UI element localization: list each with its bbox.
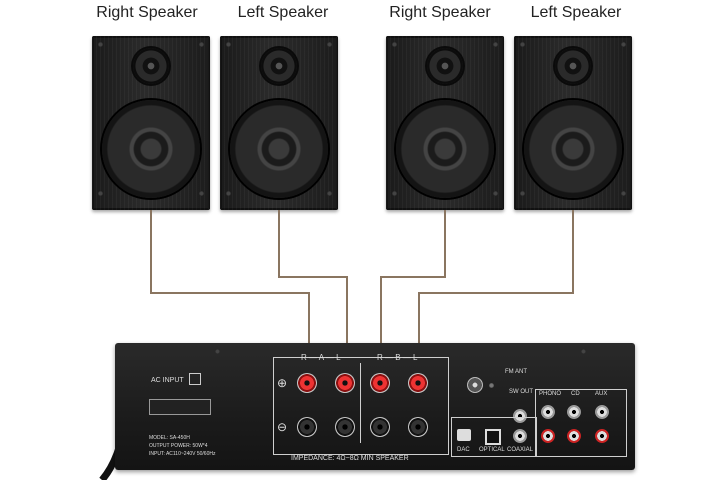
phono-left-jack[interactable] [541, 405, 555, 419]
phono-right-jack[interactable] [541, 429, 555, 443]
aux-right-jack[interactable] [595, 429, 609, 443]
fm-antenna-jack[interactable] [467, 377, 483, 393]
terminal-b-left-negative[interactable] [408, 417, 428, 437]
channel-divider [360, 363, 361, 443]
coaxial-label: COAXIAL [507, 447, 534, 453]
woofer-icon [524, 100, 622, 198]
terminal-a-left-negative[interactable] [335, 417, 355, 437]
digital-input-block [451, 417, 537, 457]
output-label: OUTPUT POWER: 50W*4 [149, 443, 208, 449]
ac-input-socket[interactable] [189, 373, 201, 385]
tweeter-icon [427, 48, 463, 84]
input-label: INPUT: AC110~240V 50/60Hz [149, 451, 216, 457]
speaker-left-2 [514, 36, 632, 210]
tweeter-icon [555, 48, 591, 84]
woofer-icon [102, 100, 200, 198]
aux-label: AUX [595, 391, 608, 397]
plus-icon: ⊕ [277, 376, 288, 390]
aux-left-jack[interactable] [595, 405, 609, 419]
speaker-terminal-block [273, 357, 449, 455]
speaker-label-right-1: Right Speaker [96, 4, 198, 21]
minus-icon: ⊖ [277, 420, 288, 434]
woofer-icon [396, 100, 494, 198]
woofer-icon [230, 100, 328, 198]
impedance-label: IMPEDANCE: 4Ω~8Ω MIN SPEAKER [291, 455, 409, 462]
usb-port[interactable] [457, 429, 471, 441]
tweeter-icon [261, 48, 297, 84]
channel-a-label: R — A — L [301, 353, 341, 362]
terminal-b-left-positive[interactable] [408, 373, 428, 393]
cd-right-jack[interactable] [567, 429, 581, 443]
cd-label: CD [571, 391, 580, 397]
sw-out-jack[interactable] [513, 409, 527, 423]
analog-input-block [535, 389, 627, 457]
amplifier-rear-panel: AC INPUT MODEL: SA-450H OUTPUT POWER: 50… [115, 343, 635, 470]
speaker-right-2 [386, 36, 504, 210]
speaker-left-1 [220, 36, 338, 210]
speaker-right-1 [92, 36, 210, 210]
channel-b-label: R — B — L [377, 353, 418, 362]
tweeter-icon [133, 48, 169, 84]
dac-label: DAC [457, 447, 470, 453]
spec-sticker [149, 399, 211, 415]
terminal-b-right-positive[interactable] [370, 373, 390, 393]
sw-out-label: SW OUT [509, 389, 533, 395]
terminal-a-right-positive[interactable] [297, 373, 317, 393]
ac-input-label: AC INPUT [151, 377, 184, 384]
terminal-a-left-positive[interactable] [335, 373, 355, 393]
optical-label: OPTICAL [479, 447, 505, 453]
model-label: MODEL: SA-450H [149, 435, 190, 441]
terminal-a-right-negative[interactable] [297, 417, 317, 437]
speaker-label-left-1: Left Speaker [237, 4, 329, 21]
fm-ant-label: FM ANT [505, 369, 527, 375]
speaker-label-left-2: Left Speaker [530, 4, 622, 21]
speaker-label-right-2: Right Speaker [389, 4, 491, 21]
cd-left-jack[interactable] [567, 405, 581, 419]
optical-port[interactable] [485, 429, 501, 445]
phono-label: PHONO [539, 391, 562, 397]
terminal-b-right-negative[interactable] [370, 417, 390, 437]
coaxial-jack[interactable] [513, 429, 527, 443]
